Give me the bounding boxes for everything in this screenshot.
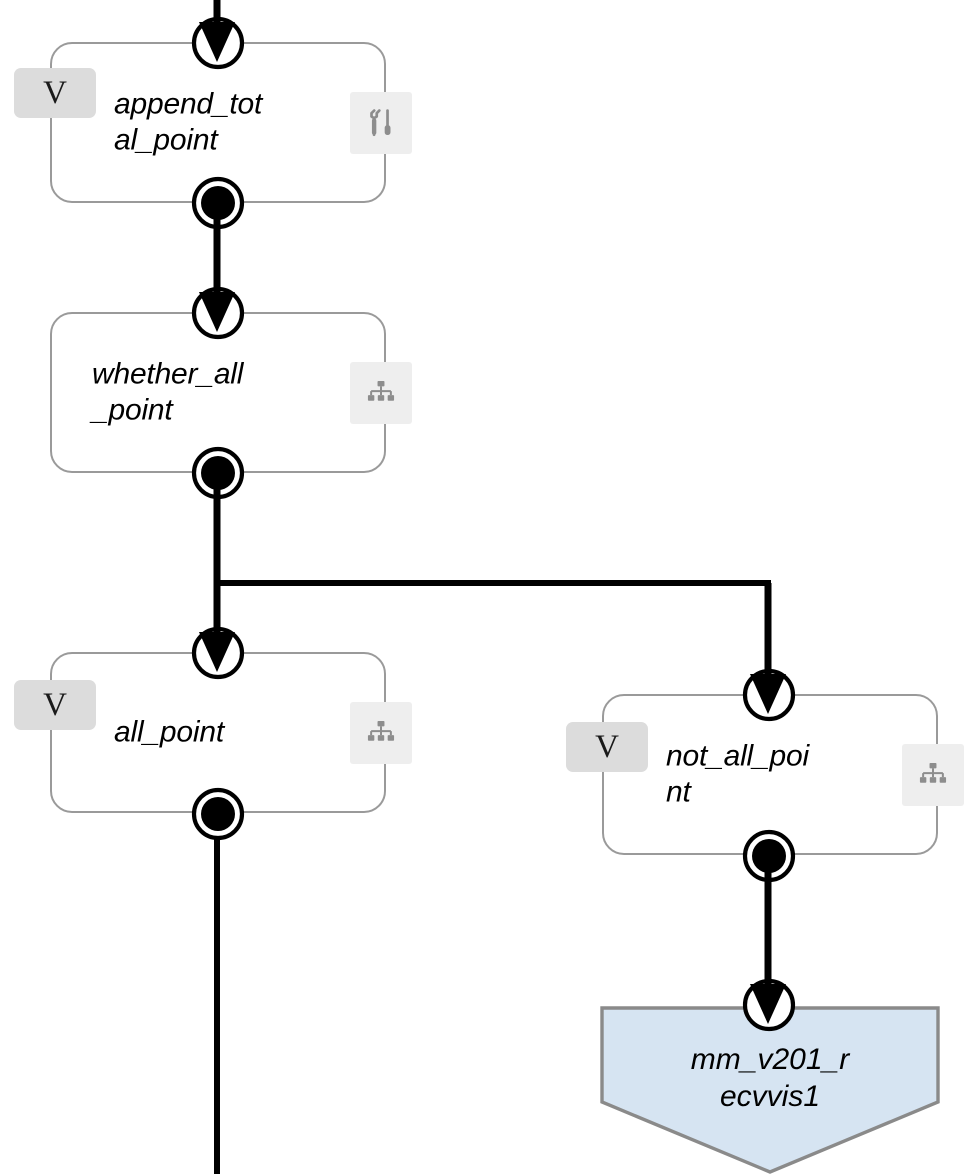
hierarchy-icon	[902, 744, 964, 806]
pentagon-shape	[600, 1006, 940, 1174]
node-not-all-point-label: not_all_poi nt	[666, 738, 809, 809]
node-all-point-version-badge[interactable]: V	[14, 680, 96, 730]
version-badge-text: V	[595, 728, 619, 765]
node-whether-all-point-label: whether_all _point	[92, 356, 244, 427]
exit-event-icon	[190, 175, 246, 236]
version-badge-text: V	[43, 74, 67, 111]
exit-event-icon	[741, 828, 797, 889]
tools-icon	[350, 92, 412, 154]
version-badge-text: V	[43, 686, 67, 723]
node-append-total-point-version-badge[interactable]: V	[14, 68, 96, 118]
hierarchy-icon	[350, 702, 412, 764]
node-not-all-point-version-badge[interactable]: V	[566, 722, 648, 772]
node-all-point-label: all_point	[114, 715, 224, 749]
node-append-total-point-label: append_tot al_point	[114, 86, 263, 157]
node-whether-all-point[interactable]: whether_all _point	[50, 312, 386, 473]
node-append-total-point[interactable]: append_tot al_point	[50, 42, 386, 203]
hierarchy-icon	[350, 362, 412, 424]
